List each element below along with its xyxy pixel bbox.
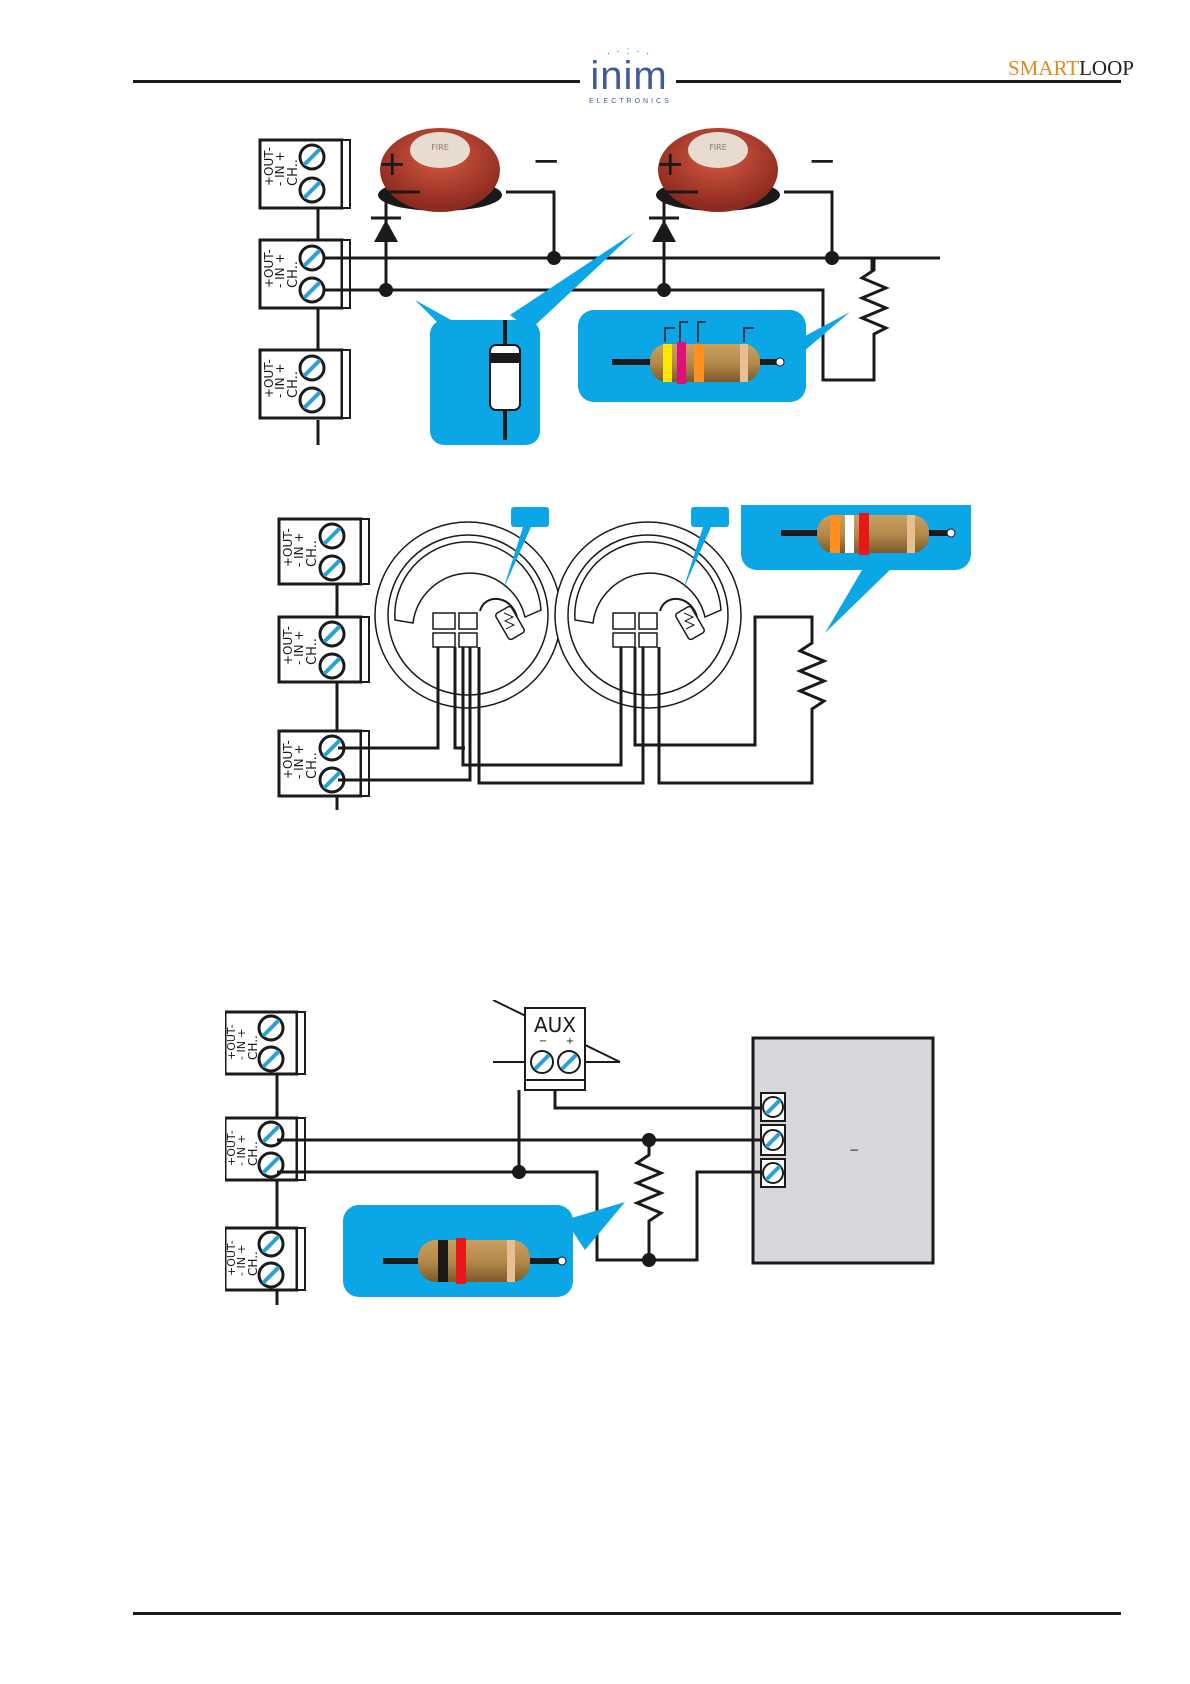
eol-resistor-symbol xyxy=(637,1140,661,1260)
aux-title: AUX xyxy=(534,1013,576,1037)
diagram-aux-panel: +OUT- - IN + CH.. +OUT- - IN + CH.. +OUT… xyxy=(225,1000,1025,1310)
terminal-block: +OUT- - IN + CH.. xyxy=(260,140,350,208)
terminal-label-ch: CH.. xyxy=(286,371,301,398)
brand-part-loop: LOOP xyxy=(1079,56,1134,80)
terminal-label-ch: CH.. xyxy=(305,752,320,779)
terminal-label-ch: CH.. xyxy=(246,1141,260,1166)
brand-part-smart: SMART xyxy=(1008,56,1079,80)
resistor-callout xyxy=(578,310,850,402)
terminal-block: +OUT- - IN + CH.. xyxy=(279,519,369,584)
terminal-label-ch: CH.. xyxy=(305,540,320,567)
terminal-label-in: - IN + xyxy=(292,630,306,665)
wire-aux-plus xyxy=(555,1090,761,1108)
terminal-block: +OUT- - IN + CH.. xyxy=(260,240,350,308)
terminal-label-ch: CH.. xyxy=(286,261,301,288)
small-callout xyxy=(691,507,729,527)
logo-text: inim xyxy=(589,56,669,96)
detector-base xyxy=(375,522,561,708)
resistor-callout xyxy=(343,1202,625,1297)
terminal-label-ch: CH.. xyxy=(246,1035,260,1060)
terminal-block: +OUT- - IN + CH.. xyxy=(260,350,350,418)
aux-terminal-block: AUX − + xyxy=(493,1000,620,1090)
inim-logo: . · : · . inim ELECTRONICS xyxy=(589,48,669,105)
eol-resistor-symbol xyxy=(862,262,886,380)
terminal-block: +OUT- - IN + CH.. xyxy=(225,1228,305,1290)
terminal-label-in: - IN + xyxy=(292,532,306,567)
terminal-label-in: - IN + xyxy=(273,151,287,186)
control-panel: − xyxy=(753,1038,933,1263)
wire-negative xyxy=(277,1090,519,1172)
diagram-sounders: +OUT- - IN + CH.. +OUT- - IN + CH.. +OUT… xyxy=(240,120,1000,450)
plus-symbol: + xyxy=(656,144,685,184)
terminal-label-in: - IN + xyxy=(292,744,306,779)
detector-base xyxy=(555,522,741,708)
aux-minus-label: − xyxy=(539,1036,547,1047)
resistor-callout xyxy=(741,505,971,633)
terminal-label-in: - IN + xyxy=(273,253,287,288)
terminal-label-ch: CH.. xyxy=(305,638,320,665)
product-brand: SMARTLOOP xyxy=(1008,56,1134,81)
sounder-label: FIRE xyxy=(709,143,727,152)
footer-rule xyxy=(133,1612,1121,1615)
header-rule-left xyxy=(133,80,580,83)
logo-subtext: ELECTRONICS xyxy=(589,98,669,105)
minus-symbol: − xyxy=(532,141,561,181)
terminal-block: +OUT- - IN + CH.. xyxy=(225,1012,305,1074)
diode-symbol xyxy=(374,220,398,242)
eol-resistor-symbol xyxy=(800,635,824,730)
diagram-detectors: +OUT- - IN + CH.. +OUT- - IN + CH.. +OUT… xyxy=(255,505,1055,815)
panel-mark: − xyxy=(849,1143,859,1157)
terminal-label-ch: CH.. xyxy=(246,1251,260,1276)
sounder-label: FIRE xyxy=(431,143,449,152)
diode-symbol xyxy=(652,220,676,242)
aux-plus-label: + xyxy=(566,1036,574,1047)
terminal-label-in: - IN + xyxy=(273,363,287,398)
plus-symbol: + xyxy=(378,144,407,184)
terminal-label-ch: CH.. xyxy=(286,159,301,186)
terminal-block: +OUT- - IN + CH.. xyxy=(279,617,369,682)
minus-symbol: − xyxy=(808,141,837,181)
terminal-block: +OUT- - IN + CH.. xyxy=(279,731,369,796)
small-callout xyxy=(511,507,549,527)
